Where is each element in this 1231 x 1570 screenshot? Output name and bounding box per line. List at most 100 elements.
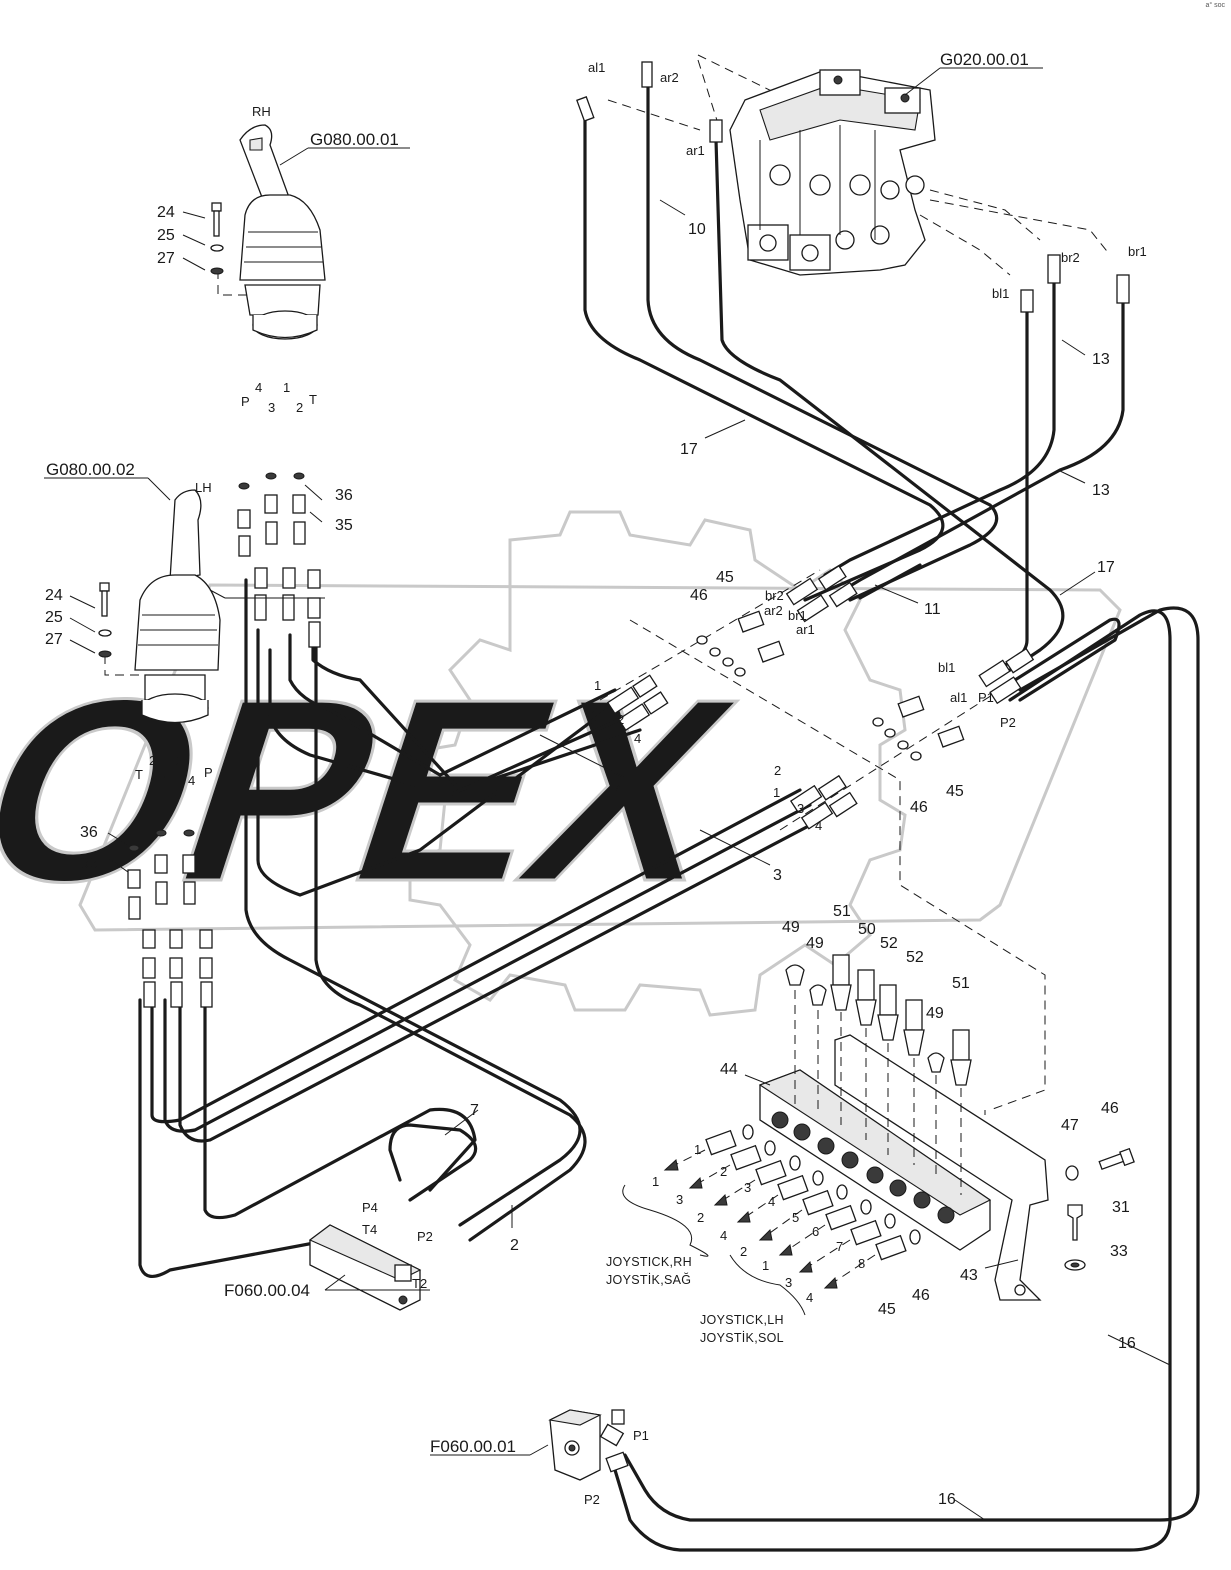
mport-4-left: 4: [720, 1228, 727, 1243]
port-p4: P4: [362, 1200, 378, 1215]
part-24-lh: 24: [45, 587, 63, 604]
mport-3-lh: 3: [785, 1275, 792, 1290]
dashed-lines: [104, 54, 1111, 1115]
hose-16-b: [623, 606, 1200, 1522]
part-10: 10: [688, 221, 706, 238]
part-27-lh: 27: [45, 631, 63, 648]
mport-2-lh: 2: [740, 1244, 747, 1259]
port-4-lh: 4: [188, 773, 195, 788]
part-25-lh: 25: [45, 609, 63, 626]
part-44-upper: 45: [716, 569, 734, 586]
joystick-lh: [134, 489, 221, 724]
labels: G020.00.01 G080.00.01 G080.00.02 F060.00…: [46, 50, 1147, 1507]
mport-5: 5: [792, 1210, 799, 1225]
part-numbers: 24 25 27 24 25 27 10 17 13 13 36 35 17 1…: [45, 204, 1136, 1508]
part-36-lh: 36: [80, 824, 98, 841]
label-g020: G020.00.01: [940, 50, 1029, 69]
part-11: 11: [924, 601, 941, 618]
part-35-rh: 35: [335, 517, 353, 534]
port-p-lh: P: [204, 765, 213, 780]
part-43: 44: [720, 1061, 738, 1078]
port-p1-valve: P1: [633, 1428, 649, 1443]
part-51-b: 51: [952, 975, 970, 992]
mport-1-left: 1: [652, 1174, 659, 1189]
hose-4-b: [268, 648, 632, 797]
conn-3-b: 3: [797, 801, 804, 816]
hose-13-b: [823, 268, 1056, 577]
manifold-fittings: [705, 1124, 921, 1261]
caption-joystick-lh-en: JOYSTICK,LH: [700, 1313, 784, 1327]
mport-6: 6: [812, 1224, 819, 1239]
part-45-mid: 46: [910, 799, 928, 816]
hose-16-a: [613, 609, 1172, 1552]
port-p2-block: P2: [417, 1229, 433, 1244]
part-16-bottom: 16: [938, 1491, 956, 1508]
port-p2-mid: P2: [1000, 715, 1016, 730]
port-3-rh: 3: [268, 400, 275, 415]
part-49-c: 49: [926, 1005, 944, 1022]
label-lh: LH: [195, 480, 212, 495]
port-br2-mid: br2: [765, 588, 784, 603]
port-1-lh: 1: [162, 773, 169, 788]
port-arrows: [622, 1149, 876, 1316]
manifold-assembly: [758, 1034, 1049, 1301]
part-27-rh: 27: [157, 250, 175, 267]
port-al1-mid: al1: [950, 690, 967, 705]
part-3: 3: [773, 867, 782, 884]
port-2-rh: 2: [296, 400, 303, 415]
part-41: 43: [960, 1267, 978, 1284]
hose-10: [646, 86, 999, 602]
part-49-b: 49: [806, 935, 824, 952]
port-4-rh: 4: [255, 380, 262, 395]
port-p1-mid: P1: [978, 690, 994, 705]
fittings-valve: [576, 61, 1130, 313]
port-p2-valve: P2: [584, 1492, 600, 1507]
mport-4: 4: [768, 1194, 775, 1209]
port-t-rh: T: [309, 392, 317, 407]
caption-joystick-rh-en: JOYSTICK,RH: [606, 1255, 692, 1269]
hose-t-long: [314, 638, 587, 1242]
port-p-rh: P: [241, 394, 250, 409]
part-46: 46: [1101, 1100, 1119, 1117]
hose-3-c: [178, 818, 822, 1143]
conn-1-b: 1: [773, 785, 780, 800]
part-2: 2: [510, 1237, 519, 1254]
hose-7: [388, 1123, 478, 1202]
part-52-b: 52: [906, 949, 924, 966]
mport-2-left: 2: [697, 1210, 704, 1225]
mport-2: 2: [720, 1164, 727, 1179]
mport-8: 8: [858, 1256, 865, 1271]
hose-3-d: [203, 998, 477, 1220]
port-ar1: ar1: [686, 143, 705, 158]
corner-mark: a° soc: [1205, 2, 1225, 9]
label-rh: RH: [252, 104, 271, 119]
hoses: [138, 86, 1200, 1552]
part-44-mid: 45: [946, 783, 964, 800]
part-52-a: 52: [880, 935, 898, 952]
port-br1-mid: br1: [788, 608, 807, 623]
part-7: 7: [470, 1102, 479, 1119]
mport-4-lh: 4: [806, 1290, 813, 1305]
port-al1: al1: [588, 60, 605, 75]
switches: [785, 954, 972, 1195]
port-bl1-mid: bl1: [938, 660, 955, 675]
part-35-lh: 35: [80, 855, 98, 872]
hose-4-c: [288, 633, 617, 777]
fasteners: [98, 202, 224, 658]
port-2-lh: 2: [149, 753, 156, 768]
label-g080-lh: G080.00.02: [46, 460, 135, 479]
part-17-lower: 17: [1097, 559, 1115, 576]
part-24-rh: 24: [157, 204, 175, 221]
part-50: 50: [858, 921, 876, 938]
control-valve: [729, 69, 936, 276]
part-25-rh: 25: [157, 227, 175, 244]
part-45-upper: 46: [690, 587, 708, 604]
port-3-lh: 3: [175, 753, 182, 768]
hose-p-long: [244, 578, 582, 1227]
mport-1-lh: 1: [762, 1258, 769, 1273]
caption-joystick-rh-tr: JOYSTİK,SAĞ: [606, 1272, 691, 1287]
fittings-mid: [606, 564, 1035, 830]
fittings-lh: [127, 829, 213, 1008]
port-ar2: ar2: [660, 70, 679, 85]
